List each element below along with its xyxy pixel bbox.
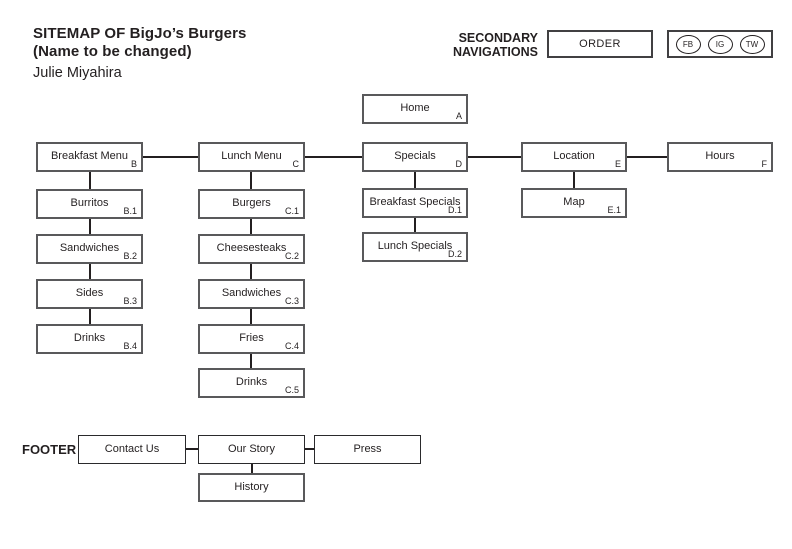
- footer-history: History: [198, 473, 305, 502]
- connector-vertical: [414, 218, 416, 232]
- page-title-line1: SITEMAP OF BigJo’s Burgers: [33, 25, 247, 42]
- connector-ourstory-history: [251, 464, 253, 474]
- footer-label: FOOTER: [22, 442, 77, 457]
- node-code: B.1: [123, 206, 137, 216]
- node-code: B.3: [123, 296, 137, 306]
- social-nav-box: FB IG TW: [667, 30, 773, 58]
- node-code: C.2: [284, 251, 299, 261]
- node-label: Sandwiches: [221, 287, 282, 299]
- connector-vertical: [414, 172, 416, 188]
- footer-our-story: Our Story: [198, 435, 305, 464]
- node-code: B: [130, 159, 137, 169]
- node-label: Lunch Specials: [377, 240, 453, 252]
- node-label: Lunch Menu: [221, 150, 282, 162]
- secondary-nav-label-line2: NAVIGATIONS: [453, 45, 538, 59]
- node-code: A: [455, 111, 462, 121]
- connector-location-hours: [627, 156, 667, 158]
- secondary-nav-label: SECONDARY NAVIGATIONS: [430, 31, 538, 59]
- node-breakfast-menu: Breakfast Menu B: [36, 142, 143, 172]
- node-code: C.4: [284, 341, 299, 351]
- node-code: C.1: [284, 206, 299, 216]
- connector-vertical: [573, 172, 575, 188]
- node-burritos: Burritos B.1: [36, 189, 143, 219]
- connector-lunch-specials: [305, 156, 362, 158]
- secondary-nav-label-line1: SECONDARY: [458, 31, 538, 45]
- connector-contact-ourstory: [186, 448, 198, 450]
- title-block: SITEMAP OF BigJo’s Burgers (Name to be c…: [33, 25, 246, 82]
- connector-ourstory-press: [305, 448, 314, 450]
- node-label: Sides: [75, 287, 104, 299]
- node-home: Home A: [362, 94, 468, 124]
- node-burgers: Burgers C.1: [198, 189, 305, 219]
- node-label: Hours: [705, 150, 735, 162]
- node-label: Breakfast Menu: [50, 150, 129, 162]
- node-sandwiches-breakfast: Sandwiches B.2: [36, 234, 143, 264]
- node-label: Burgers: [232, 197, 271, 209]
- connector-vertical: [250, 354, 252, 368]
- node-label: Drinks: [73, 332, 106, 344]
- author-name: Julie Miyahira: [33, 65, 122, 81]
- node-label: Our Story: [227, 442, 276, 455]
- node-code: B.2: [123, 251, 137, 261]
- order-label: ORDER: [579, 38, 621, 50]
- node-label: Fries: [239, 332, 264, 344]
- node-lunch-menu: Lunch Menu C: [198, 142, 305, 172]
- node-location: Location E: [521, 142, 627, 172]
- footer-press: Press: [314, 435, 421, 464]
- node-drinks-breakfast: Drinks B.4: [36, 324, 143, 354]
- facebook-chip: FB: [675, 34, 701, 54]
- connector-vertical: [89, 172, 91, 189]
- instagram-chip-label: IG: [715, 39, 725, 49]
- node-label: Location: [553, 150, 595, 162]
- node-label: Specials: [394, 150, 436, 162]
- node-lunch-specials: Lunch Specials D.2: [362, 232, 468, 262]
- node-label: Press: [353, 442, 382, 455]
- connector-vertical: [250, 219, 252, 234]
- node-hours: Hours F: [667, 142, 773, 172]
- connector-breakfast-lunch: [143, 156, 198, 158]
- node-label: Cheesesteaks: [216, 242, 287, 254]
- twitter-chip-label: TW: [745, 39, 759, 49]
- connector-vertical: [250, 309, 252, 324]
- node-label: Home: [400, 102, 430, 114]
- node-code: E.1: [607, 205, 621, 215]
- node-code: C.5: [284, 385, 299, 395]
- node-label: Map: [563, 196, 585, 208]
- connector-vertical: [89, 219, 91, 234]
- twitter-chip: TW: [739, 34, 765, 54]
- instagram-chip: IG: [707, 34, 733, 54]
- connector-vertical: [250, 172, 252, 189]
- node-code: B.4: [123, 341, 137, 351]
- node-specials: Specials D: [362, 142, 468, 172]
- node-code: D: [455, 159, 463, 169]
- node-label: Drinks: [235, 376, 268, 388]
- footer-contact-us: Contact Us: [78, 435, 186, 464]
- node-drinks-lunch: Drinks C.5: [198, 368, 305, 398]
- node-label: Burritos: [70, 197, 109, 209]
- node-code: E: [614, 159, 621, 169]
- node-code: C: [292, 159, 300, 169]
- node-fries: Fries C.4: [198, 324, 305, 354]
- facebook-chip-label: FB: [682, 39, 694, 49]
- node-label: History: [234, 480, 269, 493]
- node-code: D.1: [447, 205, 462, 215]
- node-sides: Sides B.3: [36, 279, 143, 309]
- order-box: ORDER: [547, 30, 653, 58]
- connector-vertical: [89, 264, 91, 279]
- connector-vertical: [250, 264, 252, 279]
- node-code: D.2: [447, 249, 462, 259]
- node-label: Breakfast Specials: [369, 196, 461, 208]
- connector-vertical: [89, 309, 91, 324]
- node-label: Contact Us: [104, 442, 160, 455]
- node-map: Map E.1: [521, 188, 627, 218]
- node-code: C.3: [284, 296, 299, 306]
- node-sandwiches-lunch: Sandwiches C.3: [198, 279, 305, 309]
- node-label: Sandwiches: [59, 242, 120, 254]
- connector-specials-location: [468, 156, 521, 158]
- node-code: F: [761, 159, 768, 169]
- node-breakfast-specials: Breakfast Specials D.1: [362, 188, 468, 218]
- node-cheesesteaks: Cheesesteaks C.2: [198, 234, 305, 264]
- page-title-line2: (Name to be changed): [33, 43, 192, 60]
